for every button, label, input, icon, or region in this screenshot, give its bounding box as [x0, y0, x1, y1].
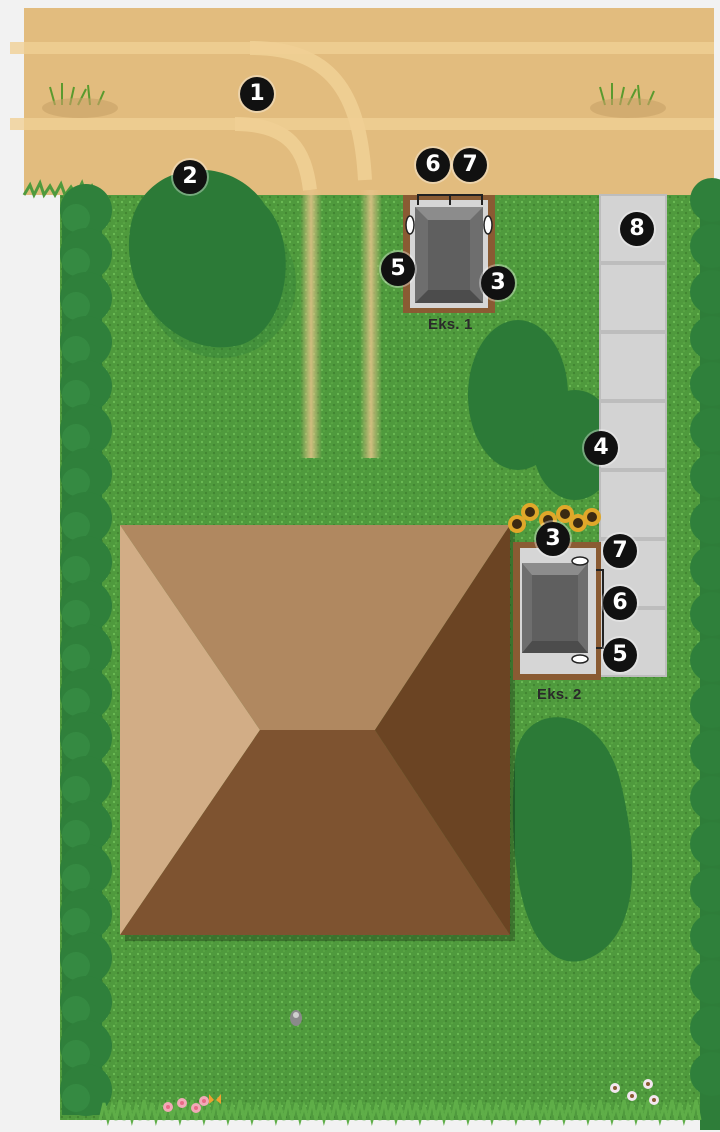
marker-6-example-1: 6 — [416, 148, 450, 182]
marker-2-bush: 2 — [173, 160, 207, 194]
marker-5-example-2: 5 — [603, 638, 637, 672]
marker-3-example-2: 3 — [536, 522, 570, 556]
marker-1-road: 1 — [240, 77, 274, 111]
caption-example-2: Eks. 2 — [537, 686, 582, 703]
house-roof — [120, 525, 515, 941]
caption-example-1: Eks. 1 — [428, 316, 473, 333]
charging-station-example-2 — [513, 542, 603, 680]
marker-7-example-2: 7 — [603, 534, 637, 568]
marker-3-example-1: 3 — [481, 266, 515, 300]
gnome-icon — [290, 1010, 302, 1026]
marker-8-path: 8 — [620, 212, 654, 246]
marker-7-example-1: 7 — [453, 148, 487, 182]
marker-4-bush: 4 — [584, 431, 618, 465]
charging-station-example-1 — [403, 195, 495, 313]
marker-6-example-2: 6 — [603, 586, 637, 620]
tyre-track-right — [360, 190, 382, 458]
marker-5-example-1: 5 — [381, 252, 415, 286]
tyre-track-left — [300, 190, 322, 458]
